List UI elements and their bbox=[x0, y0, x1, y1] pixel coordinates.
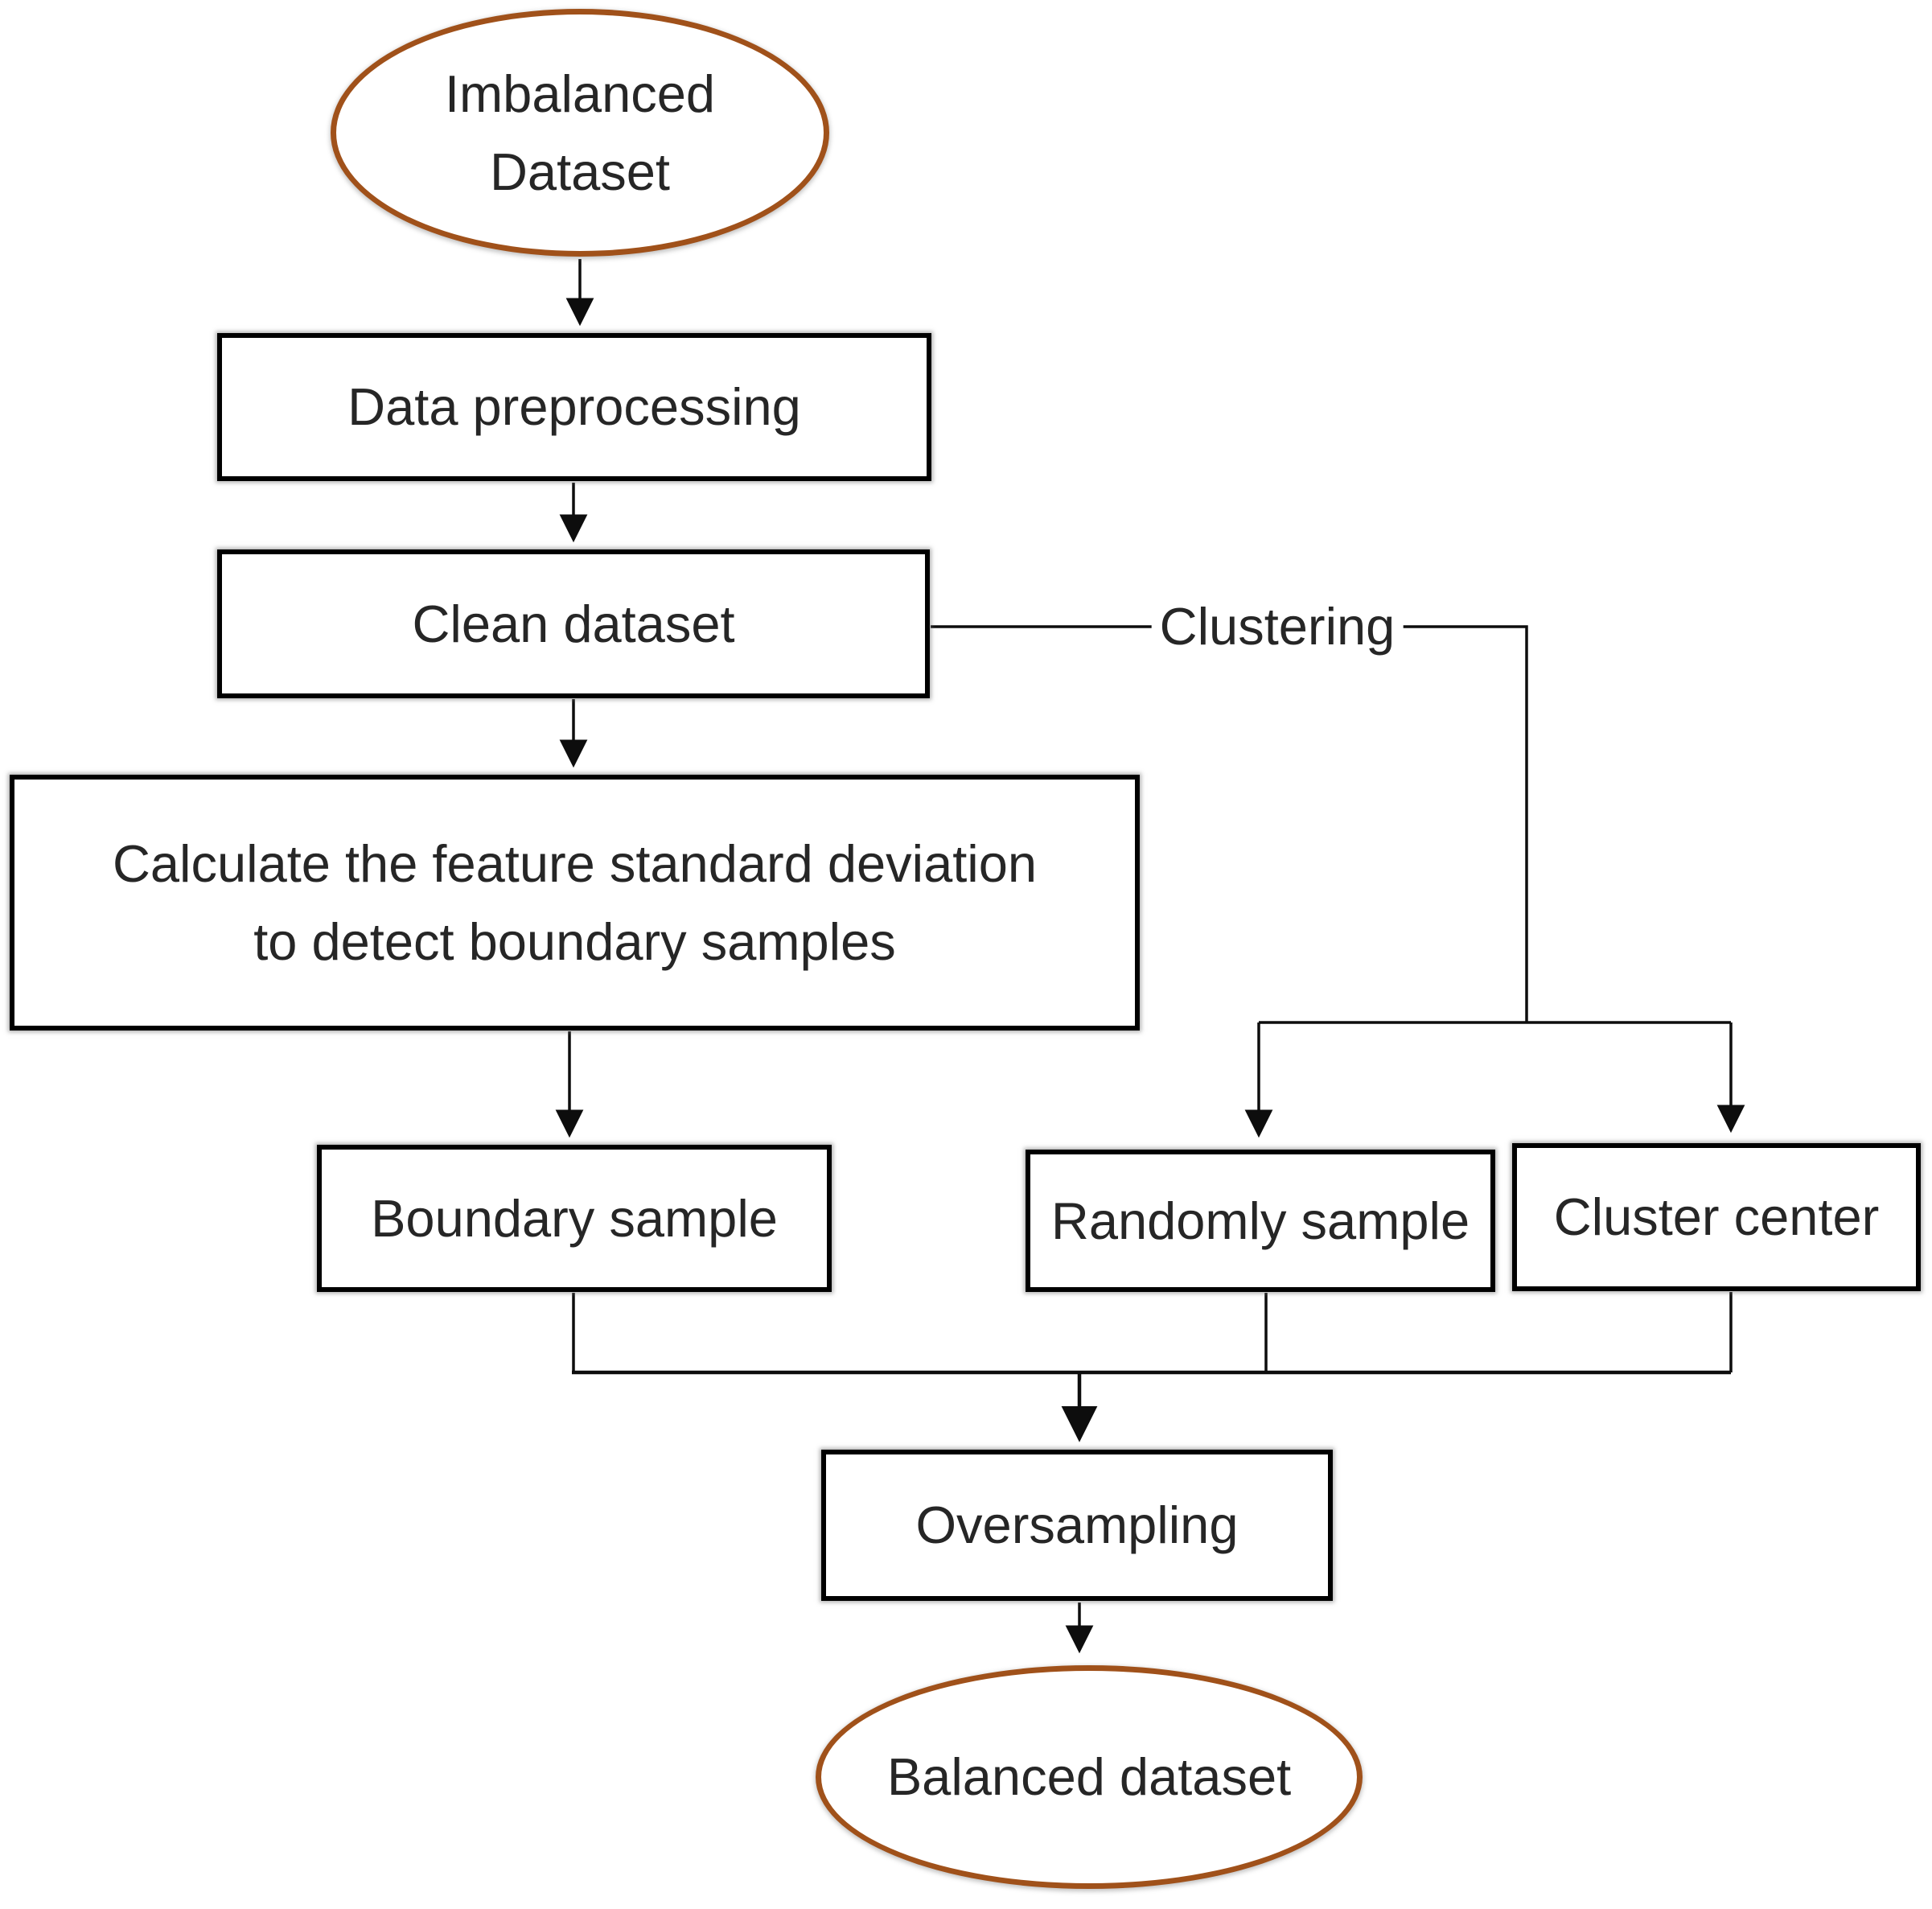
node-clean-dataset: Clean dataset bbox=[217, 549, 930, 698]
node-calculate-std-deviation-label-line1: Calculate the feature standard deviation bbox=[112, 833, 1038, 893]
node-data-preprocessing-label: Data preprocessing bbox=[347, 377, 801, 437]
node-oversampling: Oversampling bbox=[821, 1450, 1333, 1601]
node-randomly-sample: Randomly sample bbox=[1026, 1150, 1495, 1292]
node-clean-dataset-label: Clean dataset bbox=[412, 594, 735, 653]
node-randomly-sample-label: Randomly sample bbox=[1050, 1191, 1470, 1250]
node-boundary-sample-label: Boundary sample bbox=[371, 1188, 778, 1248]
node-boundary-sample: Boundary sample bbox=[317, 1145, 832, 1292]
node-imbalanced-dataset: Imbalanced Dataset bbox=[331, 9, 829, 257]
node-calculate-std-deviation: Calculate the feature standard deviation… bbox=[10, 775, 1140, 1031]
node-calculate-std-deviation-label-line2: to detect boundary samples bbox=[253, 912, 896, 971]
node-balanced-dataset-label: Balanced dataset bbox=[886, 1747, 1292, 1807]
node-cluster-center-label: Cluster center bbox=[1553, 1187, 1880, 1247]
node-cluster-center: Cluster center bbox=[1512, 1143, 1921, 1291]
node-data-preprocessing: Data preprocessing bbox=[217, 333, 931, 481]
node-imbalanced-dataset-label-line2: Dataset bbox=[489, 142, 670, 201]
edge-label-clustering: Clustering bbox=[1151, 595, 1404, 658]
node-balanced-dataset: Balanced dataset bbox=[816, 1665, 1363, 1889]
node-oversampling-label: Oversampling bbox=[915, 1496, 1239, 1555]
node-imbalanced-dataset-label-line1: Imbalanced bbox=[444, 64, 716, 123]
